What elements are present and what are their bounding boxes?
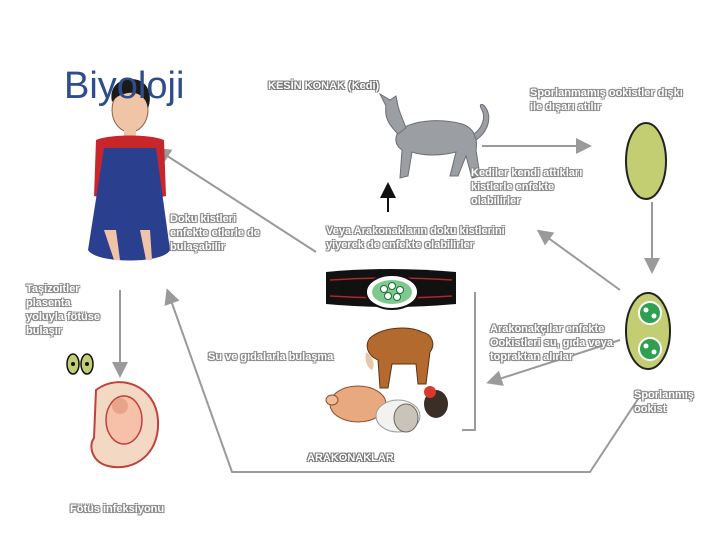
fetus-icon	[90, 381, 160, 469]
label-sporulated-oocyst: Sporlanmış ookist	[634, 389, 694, 415]
arrow-loop-bottom	[164, 288, 641, 473]
label-intermediate-tissue: Veya Arakonakların doku kistlerini yiyer…	[326, 225, 505, 251]
cow-icon	[365, 327, 434, 389]
label-intermediate-hosts: ARAKONAKLAR	[307, 452, 394, 464]
sporulated-oocyst-icon	[625, 292, 671, 370]
label-unsporulated-oocyst: Sporlanmamış ookistler dışkı ile dışarı …	[530, 87, 683, 113]
arrow-food-water	[462, 292, 476, 431]
label-tissue-cysts: Doku kistleri enfekte etlerle de bulaşab…	[170, 213, 260, 253]
label-fetal-infection: Fötüs infeksiyonu	[70, 503, 165, 515]
label-tachyzoites: Taşizoitler plasenta yoluyla fötüse bula…	[26, 283, 100, 337]
chicken-icon	[424, 386, 448, 418]
pig-icon	[325, 385, 387, 423]
label-cats-reinfect: Kediler kendi attıkları kistlerle enfekt…	[471, 167, 583, 207]
arrow-sporulated-to-cat	[536, 229, 621, 291]
label-food-water: Su ve gıdalarla bulaşma	[208, 351, 334, 363]
tissue-cyst-icon	[326, 269, 456, 310]
arrow-sporulated-to-intermediate	[486, 339, 621, 386]
cat-icon	[378, 92, 490, 179]
arrow-tissue-to-woman	[154, 147, 317, 253]
pregnant-woman-icon	[88, 78, 170, 261]
unsporulated-oocyst-icon	[625, 122, 667, 200]
page-title: Biyoloji	[64, 65, 185, 107]
label-definitive-host: KESİN KONAK (Kedi)	[268, 80, 380, 92]
fetus-oocyst-pair-icon	[66, 353, 94, 375]
sheep-icon	[375, 399, 421, 433]
cycle-arrows	[112, 138, 660, 473]
label-intermediate-infect: Arakonakçılar enfekte Ookistleri su, gıd…	[490, 323, 613, 363]
